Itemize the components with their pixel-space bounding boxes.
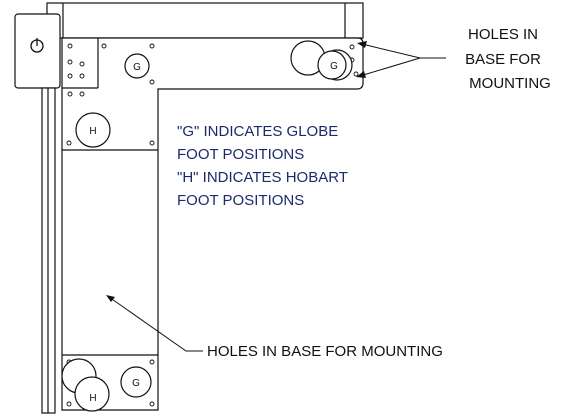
- leader-line-bottom: [108, 296, 203, 352]
- control-box: [14, 13, 61, 89]
- callout-bottom: HOLES IN BASE FOR MOUNTING: [207, 343, 443, 360]
- mounting-hole: [79, 91, 85, 97]
- mounting-hole: [149, 43, 155, 49]
- power-icon: [30, 38, 44, 53]
- legend-line-2: FOOT POSITIONS: [177, 146, 304, 163]
- hobart-foot-mid: [75, 112, 111, 148]
- mounting-hole: [67, 73, 73, 79]
- mounting-hole: [149, 79, 155, 85]
- mounting-hole: [101, 43, 107, 49]
- mounting-hole: [67, 91, 73, 97]
- arrow-head: [106, 295, 115, 302]
- mounting-hole: [149, 359, 155, 365]
- globe-foot-right: [317, 50, 347, 80]
- mounting-hole: [79, 61, 85, 67]
- foot-label-h: H: [89, 126, 96, 137]
- legend-line-1: "G" INDICATES GLOBE: [177, 123, 338, 140]
- mounting-hole: [79, 73, 85, 79]
- callout-top-line-2: BASE FOR: [465, 51, 541, 68]
- arrow-head: [357, 41, 367, 48]
- top-rail: [46, 2, 364, 39]
- globe-foot-top: [124, 53, 150, 79]
- legend-line-4: FOOT POSITIONS: [177, 192, 304, 209]
- mounting-hole: [149, 401, 155, 407]
- mounting-hole: [66, 401, 72, 407]
- mounting-hole: [349, 44, 355, 50]
- leader-line-top-2: [359, 57, 421, 77]
- mounting-hole: [149, 140, 155, 146]
- legend-line-3: "H" INDICATES HOBART: [177, 169, 348, 186]
- mounting-hole: [67, 43, 73, 49]
- mounting-hole: [66, 140, 72, 146]
- foot-label-g: G: [132, 378, 140, 389]
- foot-label-g: G: [133, 62, 141, 73]
- mounting-hole: [67, 59, 73, 65]
- mounting-hole: [353, 71, 359, 77]
- globe-foot-bottom: [120, 366, 152, 398]
- leader-line-top: [361, 43, 446, 59]
- arrow-head: [356, 71, 366, 78]
- foot-label-g: G: [330, 61, 338, 72]
- hobart-foot-bottom: [74, 376, 110, 412]
- callout-top-line-1: HOLES IN: [468, 26, 538, 43]
- callout-top-line-3: MOUNTING: [469, 75, 551, 92]
- foot-label-h: H: [89, 393, 96, 404]
